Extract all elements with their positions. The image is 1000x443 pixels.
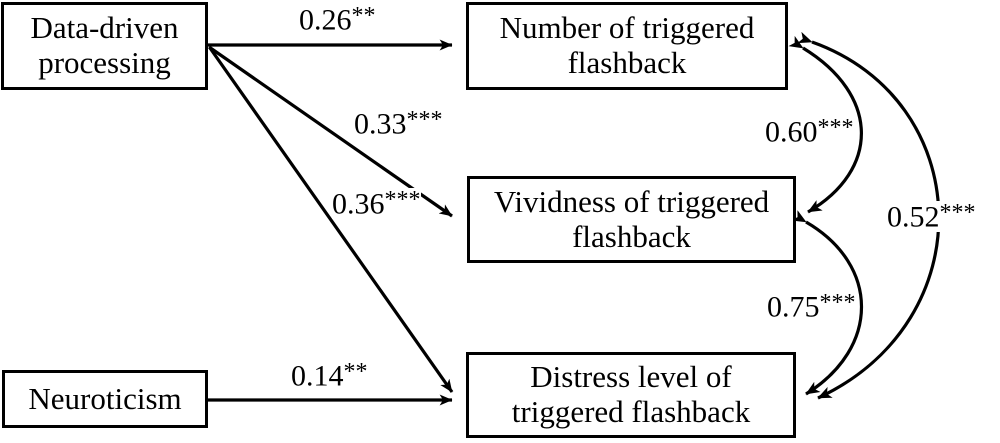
- node-label-neuroticism: Neuroticism: [28, 380, 182, 416]
- edge-label-vividness-with-distress: 0.75***: [767, 290, 856, 324]
- node-label-number-of-triggered-flashback: Number of triggered flashback: [499, 10, 755, 80]
- edge-label-neuroticism-to-distress: 0.14**: [291, 359, 368, 393]
- edge-line-ddp-to-vividness: [208, 45, 453, 218]
- node-label-data-driven-processing: Data-driven processing: [30, 10, 179, 80]
- edge-label-ddp-to-number: 0.26**: [299, 3, 376, 37]
- node-label-vividness-of-triggered-flashback: Vividness of triggered flashback: [493, 183, 770, 254]
- node-vividness-of-triggered-flashback[interactable]: Vividness of triggered flashback: [467, 176, 796, 263]
- node-number-of-triggered-flashback[interactable]: Number of triggered flashback: [466, 2, 788, 90]
- node-label-distress-level-of-triggered-flashback: Distress level of triggered flashback: [511, 359, 751, 429]
- edge-label-number-with-vividness: 0.60***: [765, 115, 854, 149]
- edge-label-ddp-to-distress: 0.36***: [332, 187, 421, 221]
- node-distress-level-of-triggered-flashback[interactable]: Distress level of triggered flashback: [466, 352, 796, 438]
- edge-line-ddp-to-distress: [208, 47, 454, 393]
- node-data-driven-processing[interactable]: Data-driven processing: [1, 2, 208, 90]
- edge-label-ddp-to-vividness: 0.33***: [354, 107, 443, 141]
- edge-label-number-with-distress: 0.52***: [887, 200, 976, 234]
- node-neuroticism[interactable]: Neuroticism: [2, 370, 208, 428]
